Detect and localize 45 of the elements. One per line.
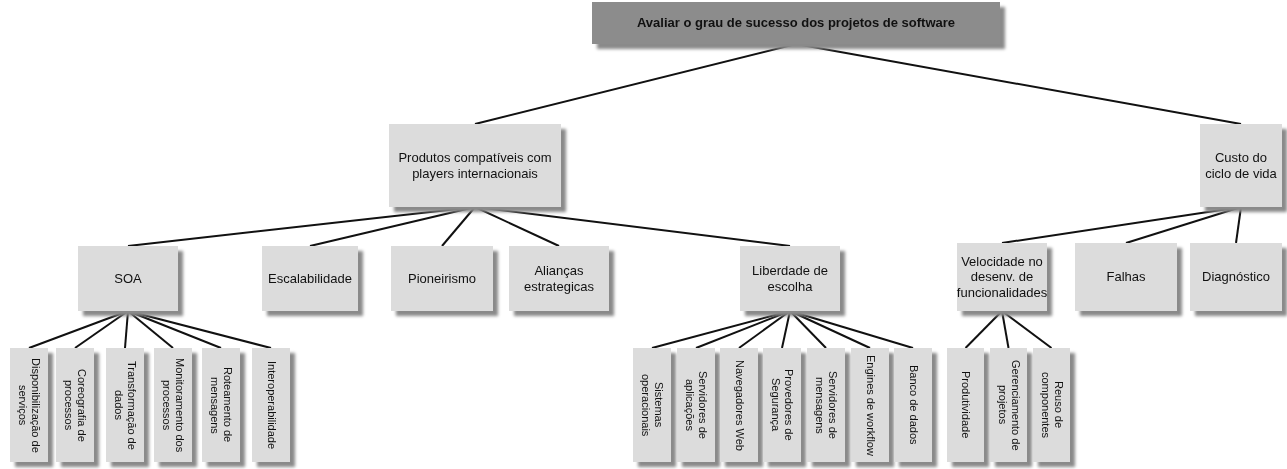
category-box: Monitoramento dos processos xyxy=(154,348,192,462)
category-box: Velocidade no desenv. de funcionalidades xyxy=(957,243,1047,311)
category-box: Engines de workflow xyxy=(851,348,889,462)
connector-line xyxy=(789,310,827,349)
category-box: Pioneirismo xyxy=(391,246,493,311)
connector-line xyxy=(309,206,476,247)
category-box: Interoperabilidade xyxy=(252,348,290,462)
connector-line xyxy=(1001,310,1053,349)
connector-line xyxy=(964,310,1003,349)
connector-line xyxy=(124,310,129,349)
category-box: Coreografia de processos xyxy=(56,348,94,462)
category-box: Custo do ciclo de vida xyxy=(1200,124,1282,207)
connector-line xyxy=(795,43,1242,125)
connector-line xyxy=(74,310,129,349)
category-box: Reuso de componentes xyxy=(1033,348,1070,462)
category-box: Sistemas operacionais xyxy=(633,348,671,462)
category-box: Falhas xyxy=(1075,243,1177,311)
category-box: Transformação de dados xyxy=(106,348,144,462)
title-box: Avaliar o grau de sucesso dos projetos de software xyxy=(592,2,1000,44)
category-box: Diagnóstico xyxy=(1190,243,1282,311)
category-box: Navegadores Web xyxy=(720,348,758,462)
connector-line xyxy=(1235,206,1242,244)
connector-line xyxy=(474,206,791,247)
connector-line xyxy=(1001,310,1010,349)
category-box: Alianças estrategicas xyxy=(509,246,609,311)
category-box: Produtividade xyxy=(947,348,984,462)
category-box: Banco de dados xyxy=(894,348,932,462)
category-box: Escalabilidade xyxy=(262,246,358,311)
connector-line xyxy=(781,310,791,349)
connector-line xyxy=(1125,206,1242,244)
category-box: Disponibilização de serviços xyxy=(10,348,48,462)
connector-line xyxy=(441,206,476,247)
category-box: Servidores de mensagens xyxy=(807,348,845,462)
connector-line xyxy=(789,310,871,349)
connector-line xyxy=(474,206,560,247)
category-box: SOA xyxy=(78,246,178,311)
category-box: Servidores de aplicações xyxy=(677,348,715,462)
connector-line xyxy=(127,310,174,349)
category-box: Produtos compatíveis com players internacionais xyxy=(389,124,561,207)
category-box: Provedores de Segurança xyxy=(763,348,801,462)
category-box: Liberdade de escolha xyxy=(740,246,840,311)
connector-line xyxy=(738,310,791,349)
category-box: Gerenciamento de projetos xyxy=(990,348,1027,462)
connector-line xyxy=(474,43,797,125)
category-box: Roteamento de mensagens xyxy=(202,348,240,462)
